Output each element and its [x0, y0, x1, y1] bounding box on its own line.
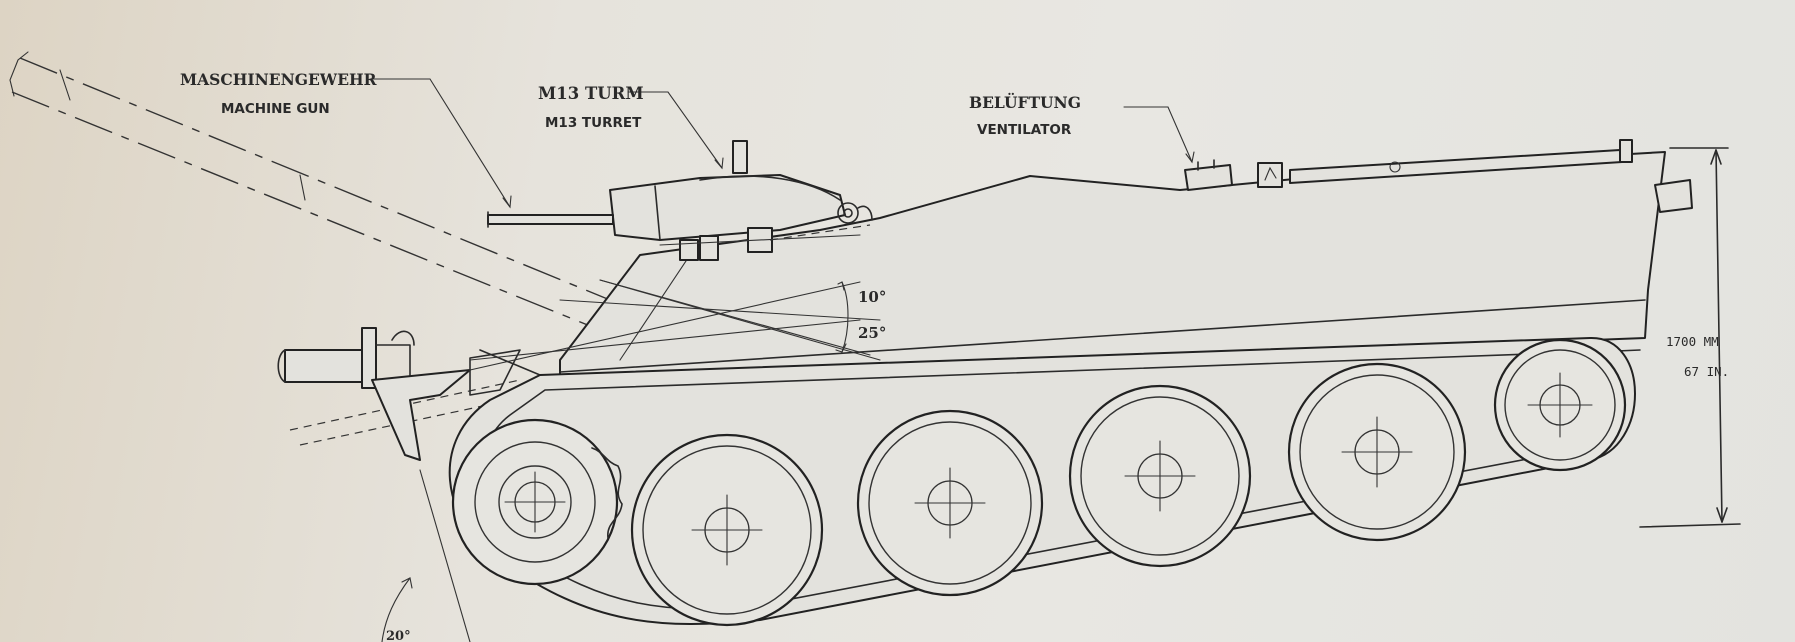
- main-gun-barrel: [277, 327, 415, 389]
- gun-angle-reference: [469, 279, 871, 371]
- label-height-inches: 67 IN.: [1684, 364, 1729, 379]
- label-height-millimetres: 1700 MM: [1666, 334, 1719, 349]
- road-wheel-4: [1287, 362, 1467, 542]
- road-wheel-1: [630, 433, 824, 627]
- label-machine-gun-english: MACHINE GUN: [221, 101, 330, 117]
- label-machine-gun-german: MASCHINENGEWEHR: [180, 70, 377, 89]
- drive-sprocket: [451, 418, 623, 586]
- main-gun-elevated-phantom: [9, 51, 611, 331]
- label-depression-angle: 25°: [858, 324, 886, 342]
- front-slope-reference: [381, 469, 471, 642]
- road-wheel-2: [856, 409, 1044, 597]
- ventilator-and-deck-fittings: [1184, 139, 1693, 213]
- label-elevation-angle: 10°: [858, 288, 886, 306]
- idler-wheel: [1493, 338, 1627, 472]
- label-ventilator-english: VENTILATOR: [977, 122, 1072, 138]
- road-wheel-3: [1068, 384, 1252, 568]
- label-turret-english: M13 TURRET: [545, 115, 642, 131]
- machine-gun-barrel: [487, 211, 614, 228]
- label-turret-german: M13 TURM: [538, 84, 644, 103]
- height-dimension-line: [1639, 147, 1741, 528]
- m13-turret: [609, 140, 873, 261]
- label-front-angle: 20°: [386, 629, 411, 642]
- label-ventilator-german: BELÜFTUNG: [969, 93, 1081, 112]
- leader-lines: [369, 78, 1195, 209]
